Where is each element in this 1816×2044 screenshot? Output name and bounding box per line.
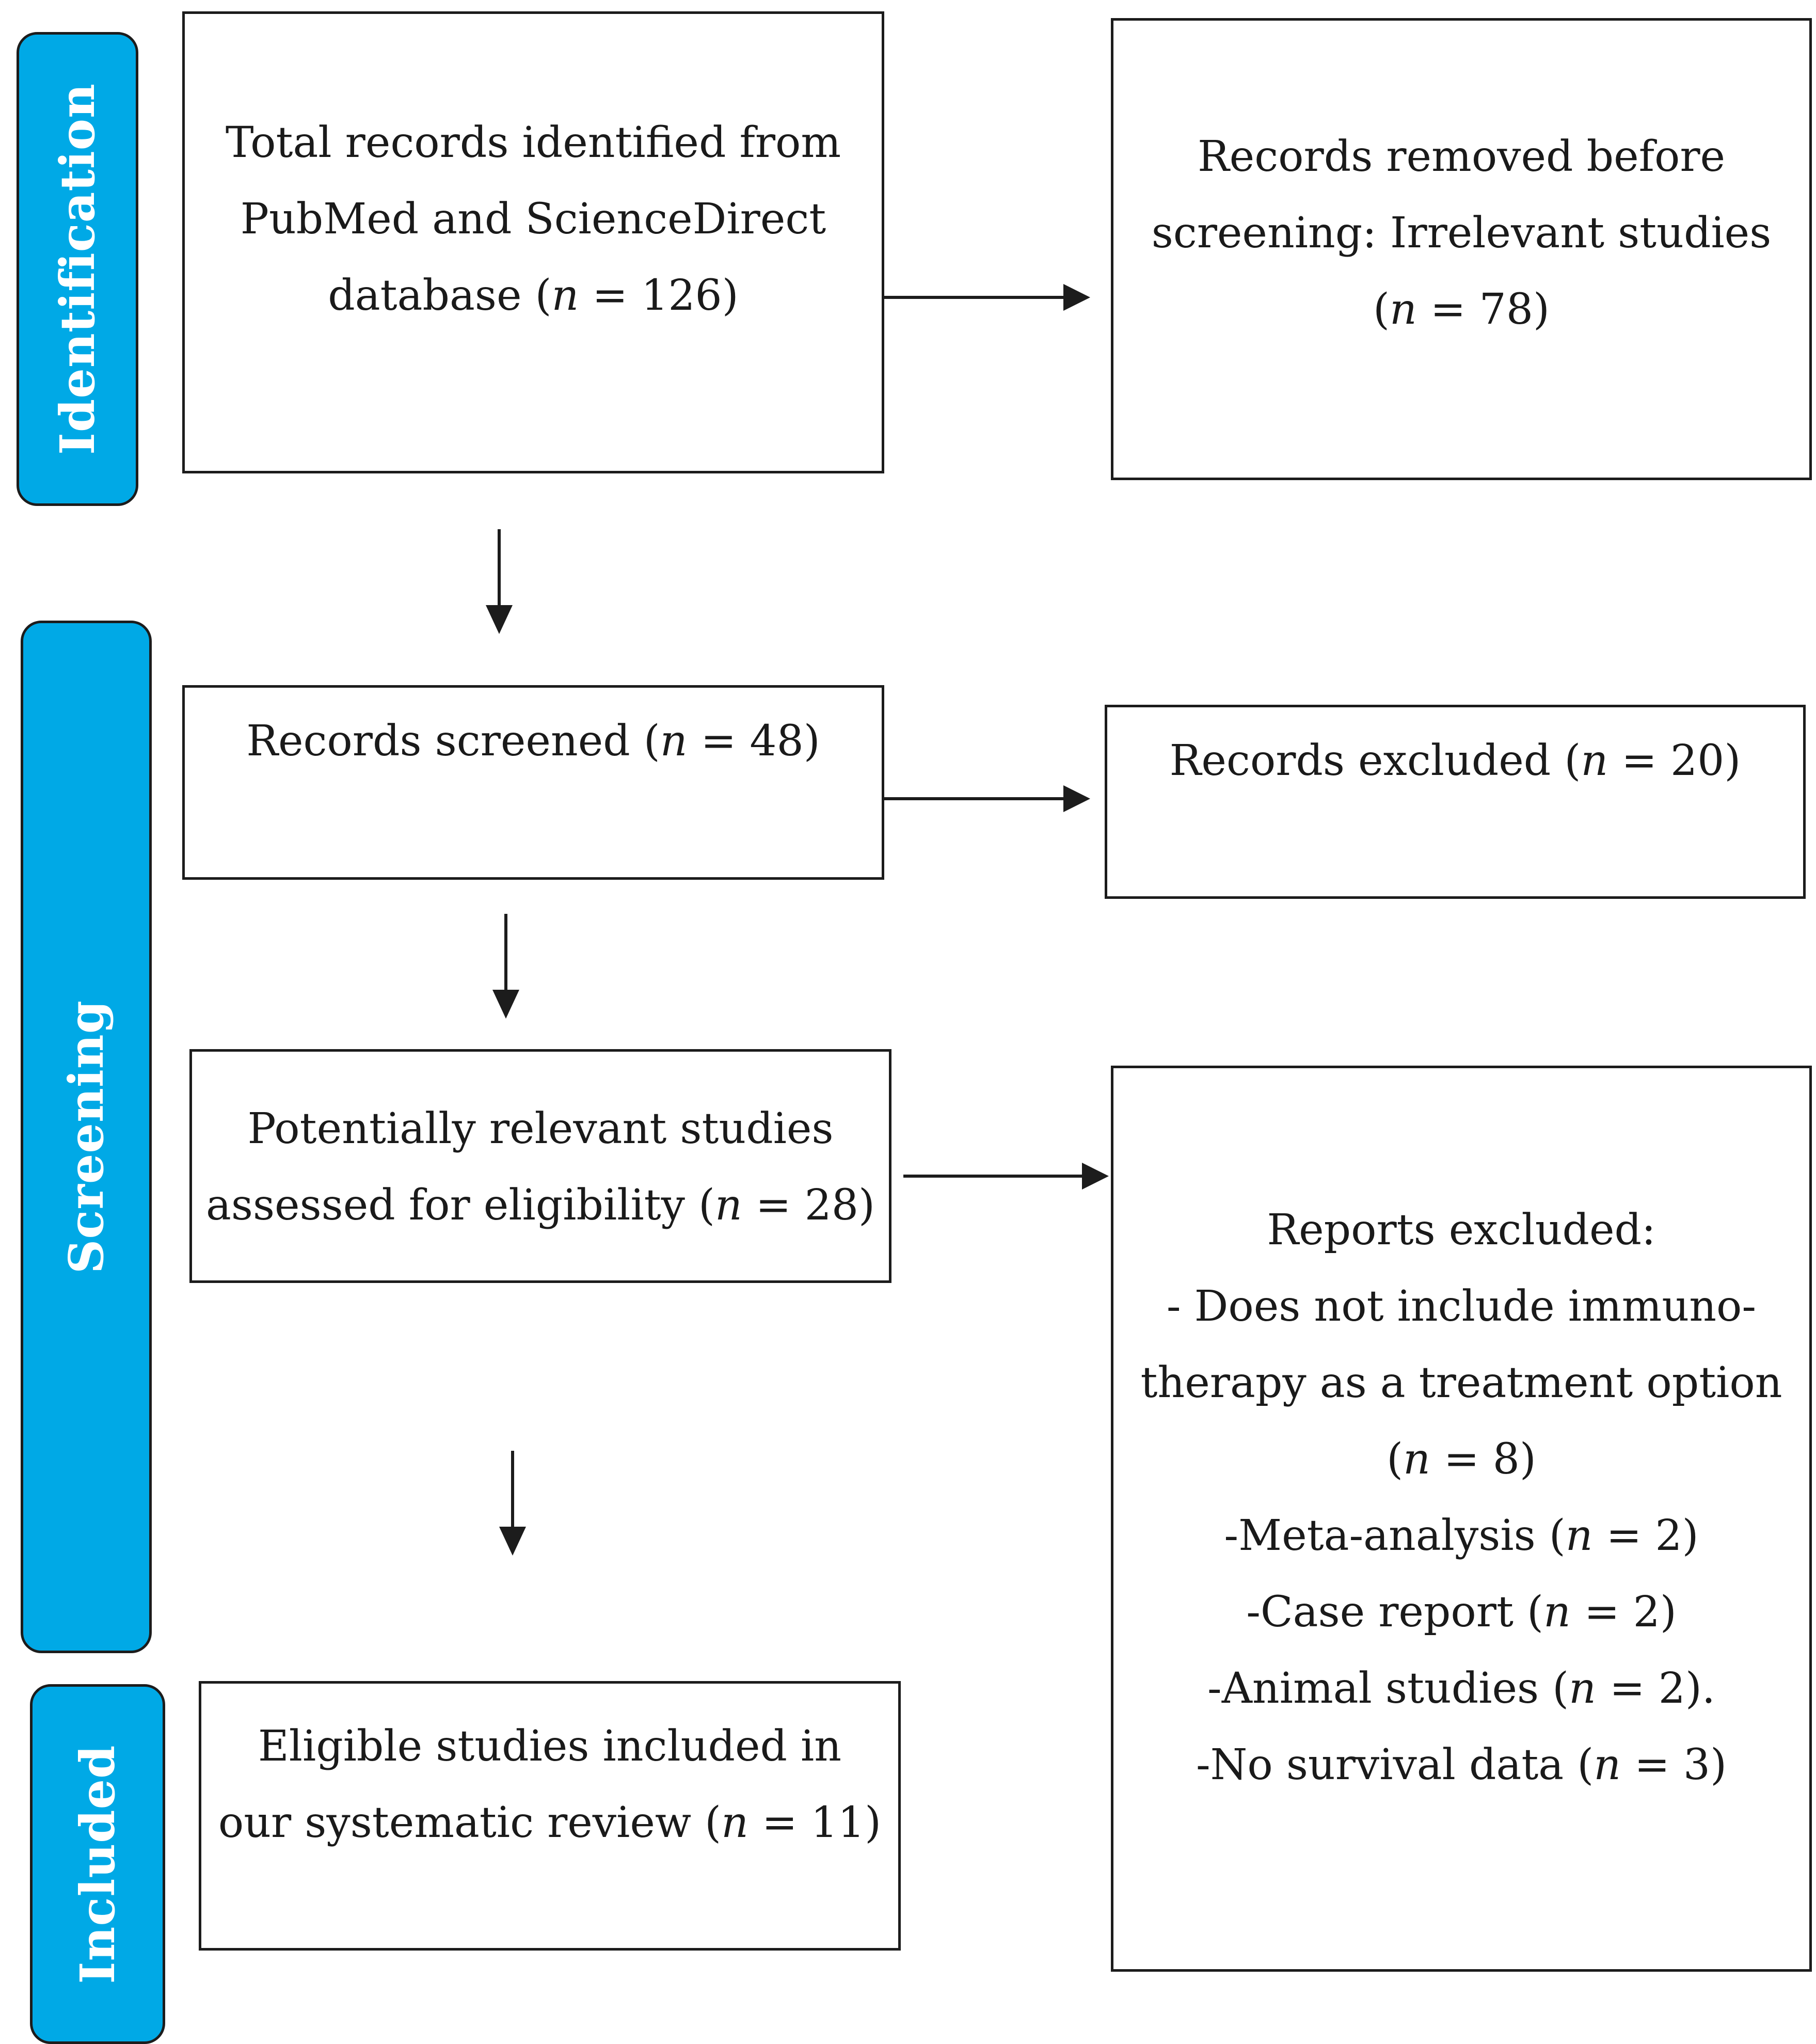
item-no-survival-data-post: = 3) [1621,1740,1727,1789]
arrowhead-assessed-to-eligible [499,1527,526,1556]
records-screened-n-symbol: n [660,717,688,766]
assessed-n-symbol: n [715,1181,742,1230]
removed-before-line3-pre: ( [1373,285,1390,334]
eligible-n-symbol: n [721,1798,748,1847]
box-records-screened: Records screened (n = 48) [182,685,884,880]
reports-excluded-line1: - Does not include immuno- [1166,1282,1757,1331]
records-excluded-pre: Records excluded ( [1169,736,1581,785]
removed-before-line2: screening: Irrelevant studies [1151,209,1772,258]
reports-excluded-item: -Animal studies (n = 2). [1113,1651,1809,1727]
arrowhead-total-to-screened [486,605,513,634]
eligible-line2-pre: our systematic review ( [218,1798,722,1847]
reports-excluded-heading: Reports excluded: [1267,1206,1656,1255]
box-total-records-identified: Total records identified from PubMed and… [182,11,884,473]
item-meta-analysis-pre: -Meta-analysis ( [1224,1511,1566,1560]
reports-excluded-line3-pre: ( [1387,1435,1404,1484]
total-records-line2: PubMed and ScienceDirect [240,195,826,244]
item-animal-studies-post: = 2). [1596,1664,1715,1713]
item-meta-analysis-n-symbol: n [1565,1511,1593,1560]
box-eligible-studies-included: Eligible studies included in our systema… [199,1681,901,1951]
total-records-line3-post: = 126) [579,271,739,320]
eligible-line2: our systematic review (n = 11) [201,1785,898,1861]
item-animal-studies-n-symbol: n [1569,1664,1596,1713]
item-case-report-pre: -Case report ( [1246,1588,1543,1637]
reports-excluded-line3-post: = 8) [1430,1435,1536,1484]
records-screened-text: Records screened (n = 48) [185,703,882,780]
removed-before-line1: Records removed before [1197,132,1726,181]
item-animal-studies-pre: -Animal studies ( [1207,1664,1569,1713]
reports-excluded-line2: therapy as a treatment option [1140,1358,1782,1407]
arrowhead-screened-to-excluded [1063,785,1090,812]
item-case-report-n-symbol: n [1543,1588,1571,1637]
removed-before-line3-post: = 78) [1416,285,1550,334]
arrowhead-screened-to-assessed [492,990,519,1019]
reports-excluded-line3-n-symbol: n [1403,1435,1430,1484]
records-screened-pre: Records screened ( [246,717,660,766]
phase-included: Included [30,1684,165,2044]
reports-excluded-item: -Case report (n = 2) [1113,1574,1809,1651]
eligible-line1: Eligible studies included in [258,1722,842,1771]
reports-excluded-line3: (n = 8) [1113,1421,1809,1498]
eligible-line2-post: = 11) [748,1798,882,1847]
arrowhead-assessed-to-reports-excluded [1082,1163,1109,1190]
assessed-line2-post: = 28) [742,1181,875,1230]
assessed-line2-pre: assessed for eligibility ( [206,1181,715,1230]
box-records-removed-before-screening: Records removed before screening: Irrele… [1111,18,1812,480]
box-reports-excluded: Reports excluded: - Does not include imm… [1111,1066,1812,1972]
total-records-n-symbol: n [551,271,579,320]
phase-identification: Identification [17,32,138,506]
total-records-line3-pre: database ( [328,271,552,320]
reports-excluded-item: -Meta-analysis (n = 2) [1113,1498,1809,1574]
records-excluded-text: Records excluded (n = 20) [1107,723,1803,799]
total-records-line3: database (n = 126) [185,258,882,334]
reports-excluded-item: -No survival data (n = 3) [1113,1727,1809,1803]
arrowhead-total-to-removed [1063,284,1090,311]
assessed-line2: assessed for eligibility (n = 28) [192,1167,889,1244]
total-records-line1: Total records identified from [225,118,841,167]
phase-screening: Screening [21,621,152,1653]
assessed-line1: Potentially relevant studies [247,1104,834,1153]
removed-before-n-symbol: n [1390,285,1417,334]
records-screened-post: = 48) [687,717,820,766]
item-no-survival-data-n-symbol: n [1594,1740,1621,1789]
box-records-excluded: Records excluded (n = 20) [1105,705,1806,899]
records-excluded-n-symbol: n [1581,736,1608,785]
item-no-survival-data-pre: -No survival data ( [1196,1740,1594,1789]
box-assessed-for-eligibility: Potentially relevant studies assessed fo… [189,1049,891,1283]
item-meta-analysis-post: = 2) [1592,1511,1699,1560]
records-excluded-post: = 20) [1608,736,1741,785]
removed-before-line3: (n = 78) [1113,272,1809,348]
item-case-report-post: = 2) [1570,1588,1677,1637]
